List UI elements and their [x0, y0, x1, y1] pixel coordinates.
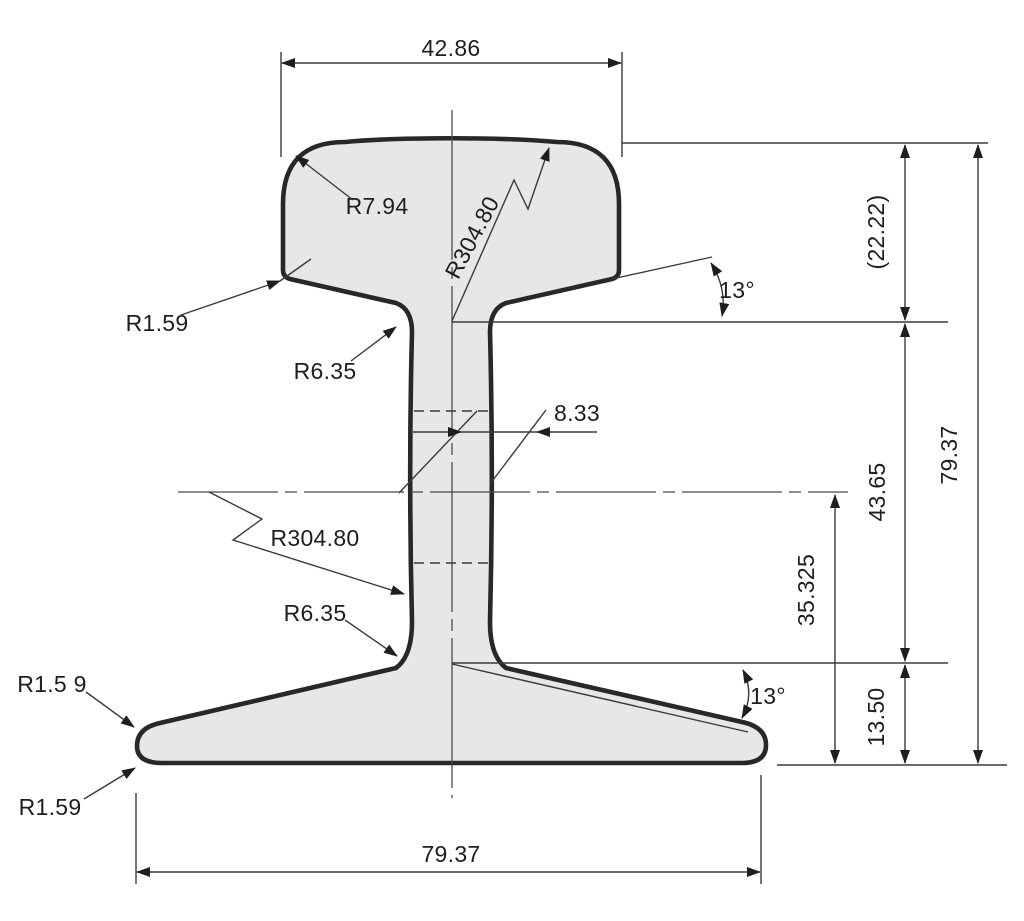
- leader-overshoot: [279, 258, 312, 282]
- dim-head-base-to-foot: 43.65: [864, 323, 910, 662]
- dim-axis-to-base: 35.325: [793, 494, 840, 764]
- leader-head-top-corner: R7.94: [295, 155, 409, 219]
- radius-head-corner-label: R7.94: [346, 193, 409, 219]
- leader-line: [85, 691, 135, 728]
- oblique-ext-line: [489, 409, 547, 485]
- radius-web-side-label: R304.80: [270, 525, 359, 551]
- dim-foot-height: 13.50: [863, 664, 910, 764]
- radius-foot-tip-top-label: R1.5 9: [17, 671, 87, 697]
- leader-zigzag: [208, 491, 405, 595]
- leader-foot-tip-top: R1.5 9: [17, 671, 135, 728]
- dim-web-thickness: 8.33: [398, 400, 600, 494]
- dim-foot-height-value: 13.50: [863, 687, 889, 746]
- dim-web-thickness-value: 8.33: [554, 400, 600, 426]
- leader-line: [295, 155, 354, 201]
- dim-head-depth-value: (22.22): [863, 195, 889, 270]
- dim-head-width-value: 42.86: [421, 35, 480, 61]
- dim-head-depth: (22.22): [863, 144, 910, 321]
- leader-web-foot-fillet: R6.35: [284, 600, 398, 657]
- leader-head-lower-corner: R1.59: [126, 258, 312, 336]
- radius-head-lower-label: R1.59: [126, 310, 189, 336]
- leader-foot-tip-bottom: R1.59: [19, 767, 136, 820]
- dim-overall-height-value: 79.37: [936, 425, 962, 484]
- angle-head-underside: 13°: [710, 262, 755, 317]
- dim-foot-width: 79.37: [135, 775, 762, 884]
- foot-slope-construction-line: [451, 663, 749, 733]
- dim-43-value: 43.65: [864, 462, 890, 521]
- leader-line: [344, 619, 398, 657]
- angle-arc: [741, 669, 754, 719]
- radius-web-foot-fillet-label: R6.35: [284, 600, 347, 626]
- leader-zigzag: [451, 147, 550, 322]
- leader-head-web-fillet: R6.35: [294, 326, 397, 384]
- arrowhead: [536, 427, 550, 437]
- dim-head-width: 42.86: [280, 35, 623, 157]
- radius-head-web-fillet-label: R6.35: [294, 358, 357, 384]
- dim-overall-height: 79.37: [936, 144, 983, 764]
- angle-head-value: 13°: [719, 277, 755, 303]
- arrowhead: [448, 427, 462, 437]
- dim-foot-width-value: 79.37: [421, 841, 480, 867]
- leader-web-side: R304.80: [208, 491, 405, 595]
- oblique-ext-line: [398, 410, 478, 494]
- dim-35-value: 35.325: [793, 554, 819, 626]
- angle-foot-top: 13°: [741, 669, 786, 719]
- leader-line: [180, 280, 281, 316]
- leader-line: [83, 767, 136, 800]
- angle-arc: [710, 262, 730, 317]
- angle-foot-value: 13°: [750, 683, 786, 709]
- leader-line: [350, 326, 397, 362]
- radius-foot-tip-bottom-label: R1.59: [19, 794, 82, 820]
- head-slope-construction-line: [611, 256, 713, 280]
